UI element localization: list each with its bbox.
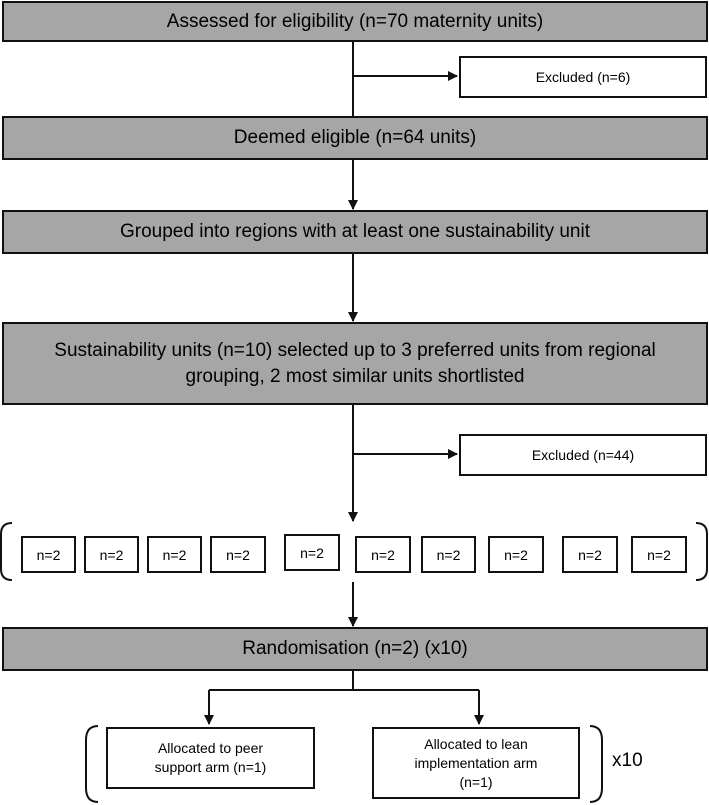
- assessed-box: Assessed for eligibility (n=70 maternity…: [2, 1, 708, 42]
- pair-box: n=2: [147, 536, 202, 573]
- excluded-box-1: Excluded (n=6): [459, 56, 707, 98]
- pair-box: n=2: [210, 536, 266, 573]
- pair-box: n=2: [21, 536, 76, 573]
- alloc-bracket-right: [589, 725, 603, 803]
- excluded-text-1: Excluded (n=6): [535, 68, 631, 85]
- pair-label: n=2: [371, 546, 395, 563]
- lean-text-line2: implementation arm: [414, 754, 538, 771]
- randomisation-box: Randomisation (n=2) (x10): [2, 627, 708, 671]
- pair-box: n=2: [631, 536, 687, 573]
- pair-box: n=2: [355, 536, 411, 573]
- alloc-bracket-left: [85, 725, 99, 803]
- peer-text-line2: support arm (n=1): [154, 759, 267, 775]
- multiplier-label: x10: [612, 750, 643, 771]
- lean-implementation-box: Allocated to lean implementation arm (n=…: [372, 727, 580, 799]
- peer-support-box: Allocated to peer support arm (n=1): [106, 727, 315, 789]
- pair-box: n=2: [84, 536, 139, 573]
- pairs-bracket-right: [695, 522, 708, 581]
- randomisation-text: Randomisation (n=2) (x10): [242, 638, 468, 659]
- pair-label: n=2: [99, 546, 124, 563]
- assessed-text: Assessed for eligibility (n=70 maternity…: [166, 10, 544, 32]
- pair-label: n=2: [504, 546, 528, 563]
- pair-label: n=2: [162, 546, 187, 563]
- sustainability-text-line1: Sustainability units (n=10) selected up …: [54, 339, 656, 361]
- pair-box: n=2: [562, 536, 618, 573]
- sustainability-box: Sustainability units (n=10) selected up …: [2, 322, 708, 405]
- grouped-box: Grouped into regions with at least one s…: [2, 210, 708, 254]
- lean-text-line3: (n=1): [459, 773, 493, 790]
- pair-label: n=2: [647, 546, 671, 563]
- lean-text-line1: Allocated to lean: [424, 735, 528, 752]
- peer-text-line1: Allocated to peer: [157, 740, 264, 756]
- sustainability-text-line2: grouping, 2 most similar units shortlist…: [185, 365, 525, 387]
- excluded-text-2: Excluded (n=44): [531, 446, 635, 463]
- excluded-box-2: Excluded (n=44): [459, 434, 707, 476]
- eligible-text: Deemed eligible (n=64 units): [233, 127, 477, 148]
- pair-label: n=2: [300, 544, 324, 561]
- pair-label: n=2: [436, 546, 461, 563]
- eligible-box: Deemed eligible (n=64 units): [2, 116, 708, 160]
- pair-box: n=2: [284, 534, 340, 571]
- grouped-text: Grouped into regions with at least one s…: [120, 221, 590, 242]
- pairs-bracket-left: [0, 522, 13, 581]
- pair-label: n=2: [578, 546, 602, 563]
- pair-box: n=2: [488, 536, 544, 573]
- pair-label: n=2: [226, 546, 250, 563]
- pair-label: n=2: [36, 546, 61, 563]
- pair-box: n=2: [421, 536, 476, 573]
